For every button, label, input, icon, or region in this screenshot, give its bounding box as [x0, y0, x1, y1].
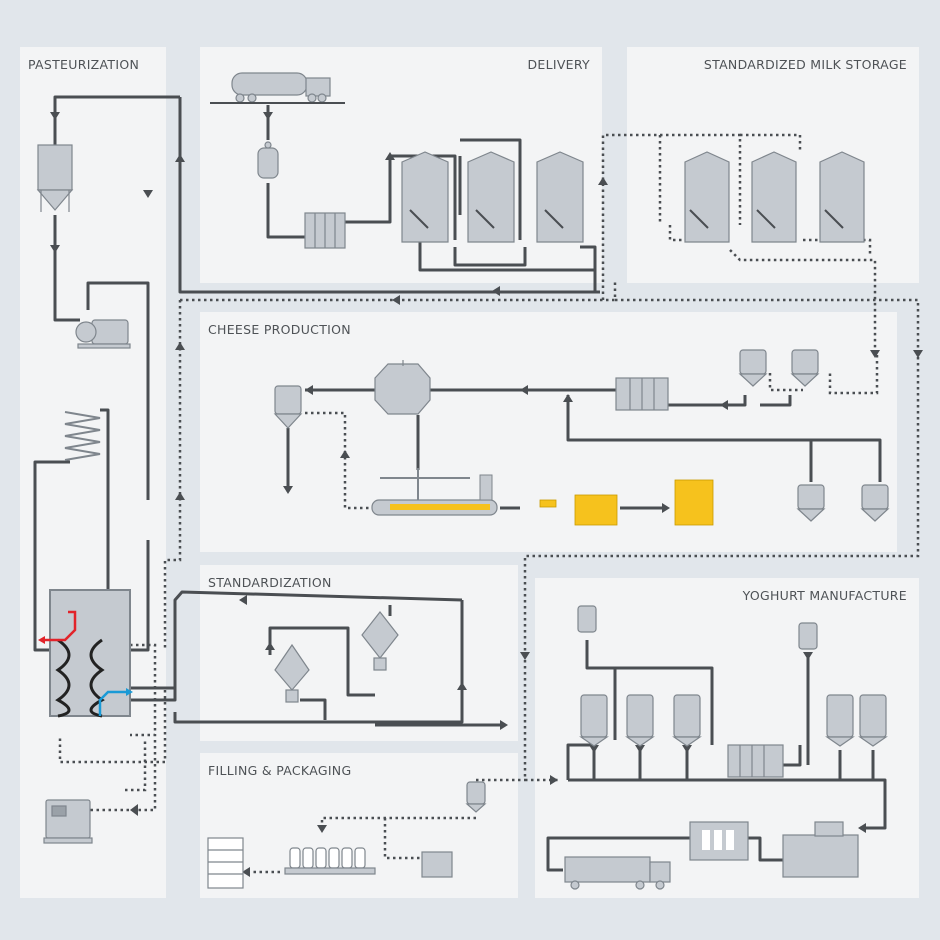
cheese-block-icon — [539, 479, 714, 526]
raw-milk-silo-icon — [401, 151, 584, 243]
curd-tank-icon — [738, 349, 890, 522]
packaging-unit-icon — [421, 851, 453, 878]
pump-icon — [75, 319, 131, 349]
delivery-equipment — [210, 72, 584, 249]
plate-heat-exchanger-icon — [38, 589, 133, 718]
cheese-equipment — [273, 349, 890, 526]
draining-conveyor-icon — [371, 468, 498, 516]
milk-storage-panel: STANDARDIZED MILK STORAGE — [627, 47, 919, 283]
yoghurt-manufacture-title: YOGHURT MANUFACTURE — [742, 588, 907, 603]
delivery-truck-icon — [564, 856, 671, 890]
cheese-vat-icon — [374, 360, 431, 415]
delivery-cooler-icon — [304, 212, 346, 249]
holding-tube-icon — [64, 411, 101, 461]
cheese-cooler-icon — [615, 377, 669, 411]
whey-tank-icon — [273, 385, 303, 429]
delivery-title: DELIVERY — [527, 57, 590, 72]
storage-silos — [684, 151, 865, 243]
culture-tank-icon — [577, 605, 818, 650]
chiller-unit-icon — [43, 799, 93, 844]
filling-buffer-tank-icon — [466, 781, 486, 805]
filling-machine-icon — [689, 821, 859, 878]
yoghurt-equipment — [564, 605, 888, 890]
cheese-production-panel: CHEESE PRODUCTION — [200, 312, 897, 552]
standardization-title: STANDARDIZATION — [208, 575, 332, 590]
milk-storage-title: STANDARDIZED MILK STORAGE — [703, 57, 907, 72]
fermentation-tank-icon — [579, 694, 888, 747]
pasteurization-equipment — [36, 144, 133, 844]
crate-rack-icon — [207, 837, 244, 889]
tanker-truck-icon — [210, 72, 345, 104]
yoghurt-cooler-icon — [727, 744, 784, 778]
separator-icon — [274, 611, 399, 703]
buffer-tank-icon — [36, 144, 74, 212]
cheese-production-title: CHEESE PRODUCTION — [208, 322, 351, 337]
solid-pipes — [33, 95, 887, 872]
milk-bottles-icon — [289, 847, 366, 869]
reception-tank-icon — [257, 141, 279, 179]
flow-arrows — [50, 112, 923, 877]
dotted-pipes — [58, 133, 920, 874]
packaging-equipment — [207, 781, 487, 889]
filling-packaging-title: FILLING & PACKAGING — [208, 763, 352, 778]
pasteurization-title: PASTEURIZATION — [28, 57, 140, 72]
